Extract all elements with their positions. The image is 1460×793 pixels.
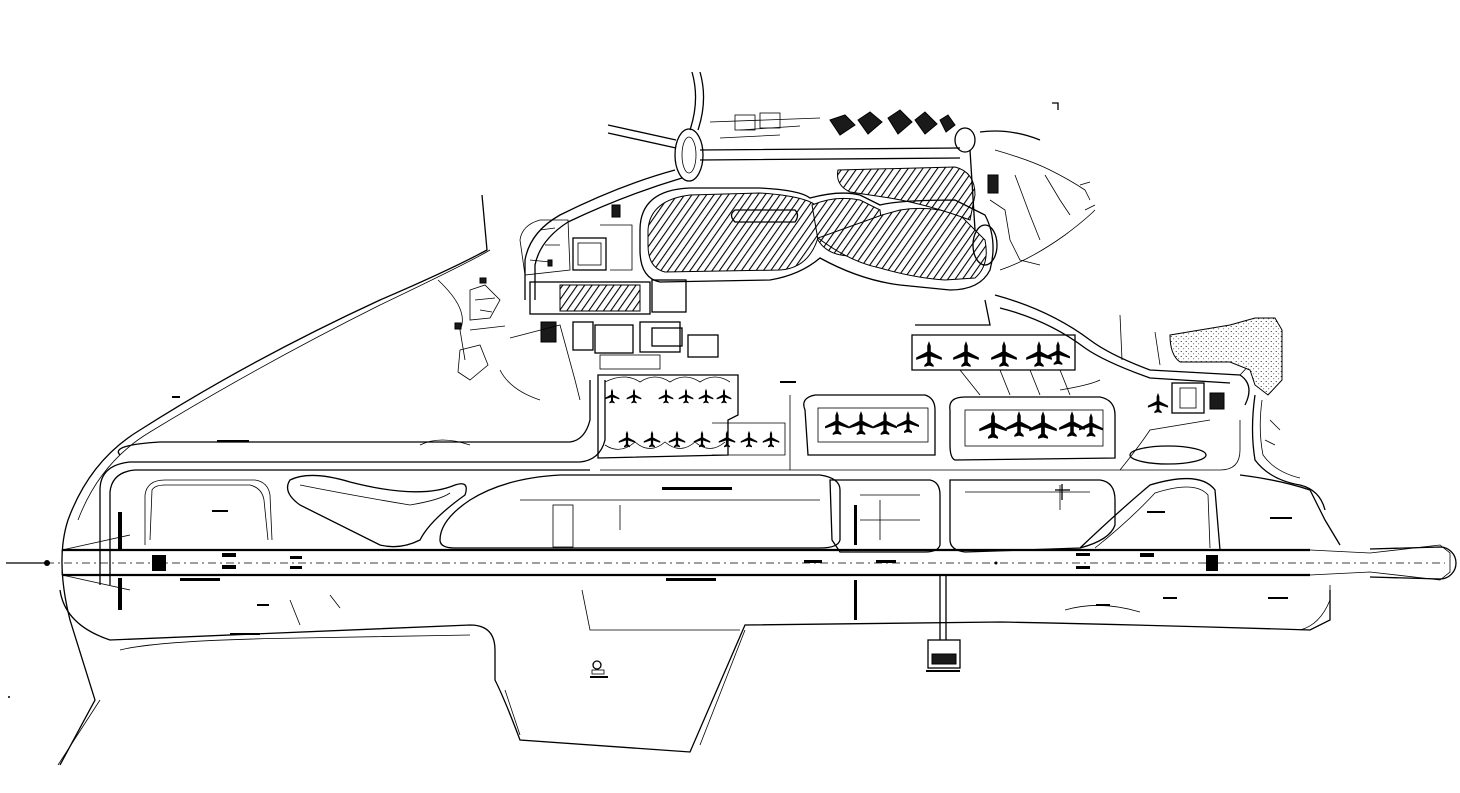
runway: [6, 487, 1457, 620]
apron-east: [911, 334, 1169, 461]
access-road: [524, 71, 1276, 406]
terminal-buildings: [454, 204, 633, 381]
parallel-taxiway: [99, 380, 1241, 585]
terminal-buildings: [529, 237, 1225, 675]
apron-central: [780, 381, 936, 470]
landside-parking: [639, 127, 1041, 291]
wind-indicator: [8, 484, 1070, 698]
perimeter-road: [57, 194, 1341, 766]
plan-label-marks: [172, 396, 1292, 678]
shoreline-stipple: [1119, 314, 1326, 511]
apron-west: [597, 374, 786, 459]
landside-parking: [734, 102, 1096, 271]
roundabout: [674, 127, 998, 266]
